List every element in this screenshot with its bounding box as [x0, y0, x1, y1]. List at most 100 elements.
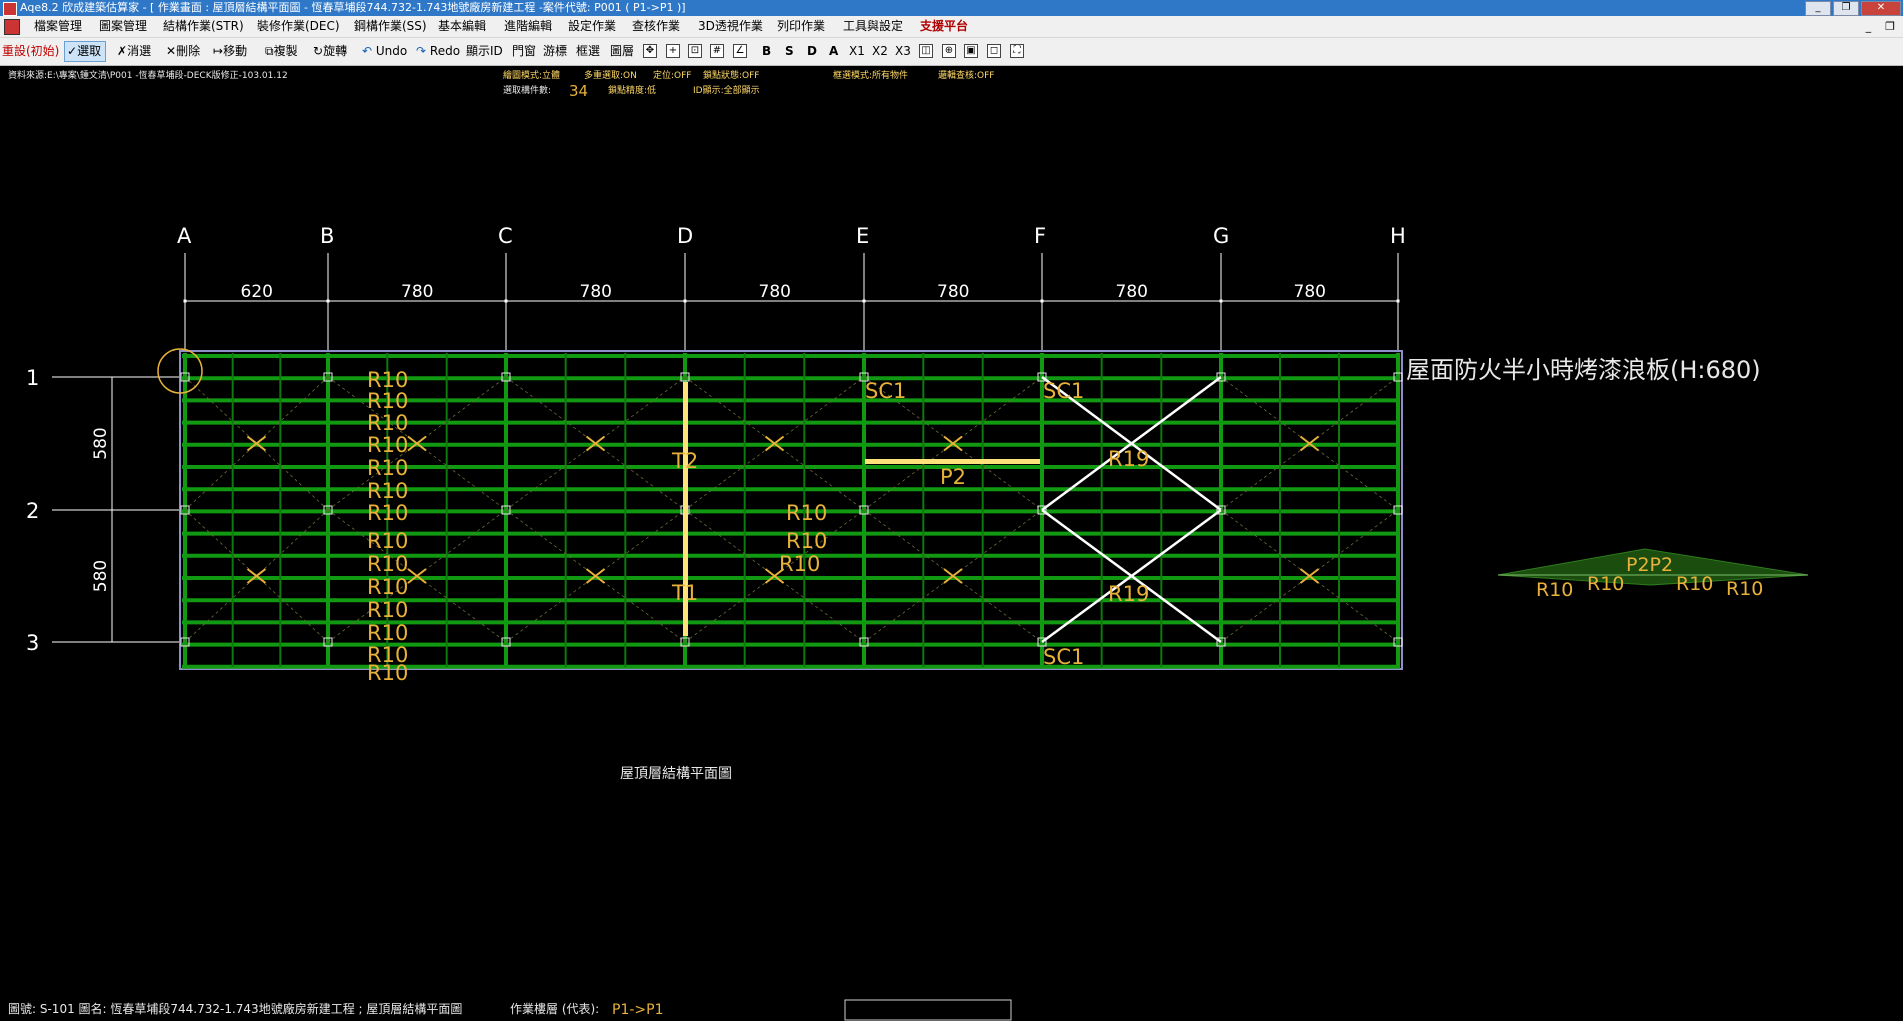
delete-button[interactable]: ✕刪除	[166, 41, 200, 62]
label-r10-stack-7: R10	[367, 529, 408, 553]
row-spacing-0: 580	[91, 427, 111, 459]
layer-button[interactable]: 圖層	[610, 44, 635, 58]
menu-3d-view[interactable]: 3D透視作業	[698, 19, 763, 33]
column-marker[interactable]	[680, 372, 690, 382]
view-d-button[interactable]: D	[807, 44, 817, 58]
menu-decoration[interactable]: 裝修作業(DEC)	[257, 19, 340, 33]
menu-steel[interactable]: 鋼構作業(SS)	[354, 19, 427, 33]
column-marker[interactable]	[501, 372, 511, 382]
close-button[interactable]: ✕	[1861, 1, 1901, 16]
door-window-button[interactable]: 門窗	[512, 44, 537, 58]
grid-icon[interactable]: #	[710, 44, 724, 58]
menu-basic-edit[interactable]: 基本編輯	[438, 19, 487, 33]
column-marker[interactable]	[1037, 637, 1047, 647]
column-marker[interactable]	[859, 637, 869, 647]
copy-button[interactable]: ⧉複製	[265, 41, 298, 62]
drawing-canvas[interactable]: 資料來源:E:\專案\鍾文清\P001 -恆春草埔段-DECK版修正-103.0…	[0, 66, 1903, 1021]
rotate-button[interactable]: ↻旋轉	[313, 41, 347, 62]
maximize-button[interactable]: ❐	[1833, 1, 1859, 16]
mdi-minimize-button[interactable]: _	[1865, 20, 1872, 33]
data-source-text: 資料來源:E:\專案\鍾文清\P001 -恆春草埔段-DECK版修正-103.0…	[8, 69, 288, 81]
menu-print[interactable]: 列印作業	[777, 19, 826, 33]
column-marker[interactable]	[1216, 637, 1226, 647]
box-select-button[interactable]: 框選	[576, 44, 601, 58]
show-id-button[interactable]: 顯示ID	[466, 44, 503, 58]
column-marker[interactable]	[323, 505, 333, 515]
column-marker[interactable]	[680, 637, 690, 647]
cube-icon[interactable]: ◫	[919, 44, 933, 58]
zoom-extents-icon[interactable]: ◻	[987, 44, 1001, 58]
select-button[interactable]: ✓選取	[64, 41, 107, 62]
column-marker[interactable]	[859, 505, 869, 515]
bay-center-mark	[407, 435, 427, 452]
column-marker[interactable]	[1393, 372, 1403, 382]
mdi-app-icon[interactable]	[4, 19, 20, 35]
column-marker[interactable]	[501, 505, 511, 515]
label-r10-stack-0: R10	[367, 368, 408, 392]
x-brace-3[interactable]	[1041, 508, 1222, 644]
zoom-fit-icon[interactable]: ⛶	[1010, 44, 1024, 58]
redo-button[interactable]: ↷ Redo	[416, 41, 460, 62]
column-marker[interactable]	[1216, 372, 1226, 382]
column-marker[interactable]	[859, 372, 869, 382]
command-input-box[interactable]	[844, 999, 1012, 1021]
zoom-window-icon[interactable]: ▣	[964, 44, 978, 58]
x-brace-1[interactable]	[1041, 375, 1222, 512]
view-a-button[interactable]: A	[829, 44, 839, 58]
bay-diagonal	[505, 509, 686, 643]
3d-preview-model[interactable]: P2P2 R10 R10 R10 R10	[1497, 548, 1809, 601]
deselect-icon: ✗	[117, 44, 128, 58]
view-b-button[interactable]: B	[762, 44, 772, 58]
menu-structure[interactable]: 結構作業(STR)	[163, 19, 244, 33]
deselect-button[interactable]: ✗消選	[117, 41, 151, 62]
column-marker[interactable]	[1393, 505, 1403, 515]
undo-button[interactable]: ↶ Undo	[362, 41, 407, 62]
grid-col-tick-A	[183, 299, 187, 303]
undo-label: Undo	[375, 44, 408, 58]
move-icon: ↦	[213, 44, 224, 58]
view-s-button[interactable]: S	[785, 44, 794, 58]
status-bottom: 圖號: S-101 圖名: 恆春草埔段744.732-1.743地號廠房新建工程…	[8, 999, 1012, 1021]
menu-check[interactable]: 查核作業	[632, 19, 681, 33]
view-x3-button[interactable]: X3	[895, 44, 911, 58]
column-marker[interactable]	[1393, 637, 1403, 647]
menu-tools[interactable]: 工具與設定	[843, 19, 904, 33]
label-r10-stack-13: R10	[367, 661, 408, 685]
menu-pattern[interactable]: 圖案管理	[99, 19, 148, 33]
pan-icon[interactable]: ✥	[643, 44, 657, 58]
menu-advanced-edit[interactable]: 進階編輯	[504, 19, 553, 33]
column-marker[interactable]	[323, 372, 333, 382]
preview-label-r10-c: R10	[1676, 573, 1713, 595]
column-marker[interactable]	[323, 637, 333, 647]
preview-label-r10-a: R10	[1536, 579, 1573, 601]
beam-p2-highlight[interactable]	[865, 459, 1040, 464]
beam-t-highlight[interactable]	[683, 382, 688, 636]
bay-diagonal	[505, 376, 686, 511]
minimize-button[interactable]: _	[1805, 1, 1831, 16]
col-spacing-1: 780	[401, 282, 433, 302]
column-marker[interactable]	[180, 372, 190, 382]
menu-file[interactable]: 檔案管理	[34, 19, 83, 33]
move-button[interactable]: ↦移動	[213, 41, 247, 62]
label-r10-stack-9: R10	[367, 575, 408, 599]
menu-settings[interactable]: 設定作業	[568, 19, 617, 33]
mdi-restore-button[interactable]: ❐	[1885, 20, 1895, 33]
column-marker[interactable]	[180, 505, 190, 515]
angle-icon[interactable]: ∠	[733, 44, 747, 58]
view-x2-button[interactable]: X2	[872, 44, 888, 58]
cursor-button[interactable]: 游標	[543, 44, 568, 58]
reset-button[interactable]: 重設(初始)	[2, 44, 60, 58]
snap-center-icon[interactable]: ⊡	[688, 44, 702, 58]
target-icon[interactable]: ⊕	[942, 44, 956, 58]
grid-col-tick-H	[1396, 299, 1400, 303]
grid-col-label-H: H	[1390, 224, 1406, 248]
menu-support[interactable]: 支援平台	[920, 19, 969, 33]
column-marker[interactable]	[1037, 505, 1047, 515]
view-x1-button[interactable]: X1	[849, 44, 865, 58]
column-marker[interactable]	[1037, 372, 1047, 382]
bay-diagonal	[505, 509, 686, 643]
column-marker[interactable]	[1216, 505, 1226, 515]
column-marker[interactable]	[501, 637, 511, 647]
crosshair-icon[interactable]: +	[666, 44, 680, 58]
column-marker[interactable]	[180, 637, 190, 647]
